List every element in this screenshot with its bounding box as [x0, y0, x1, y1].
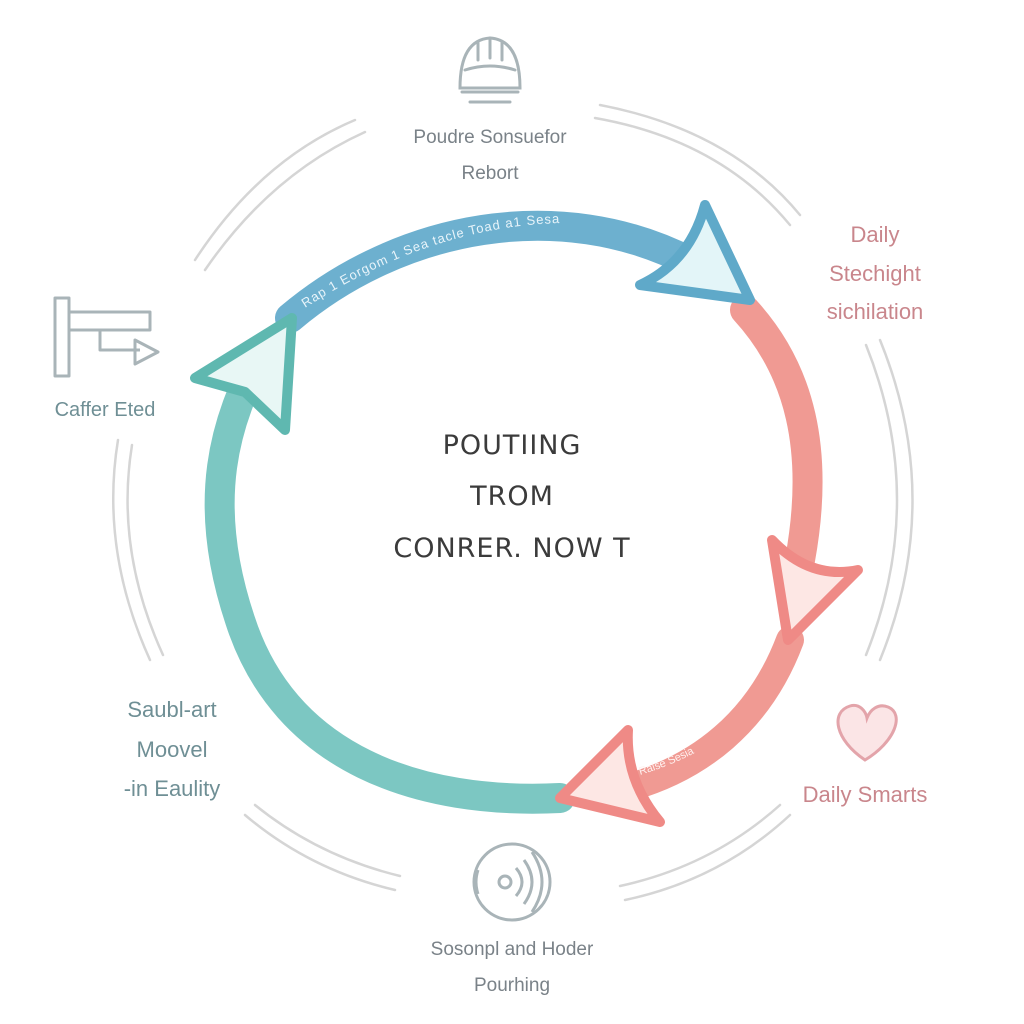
label-left-lower: Saubl-art Moovel -in Eaulity	[92, 690, 252, 809]
label-bottom-line-1: Sosonpl and Hoder	[430, 939, 594, 960]
arrowhead-top-left	[190, 313, 297, 435]
cycle-arc-teal	[204, 337, 575, 814]
center-line-3: CONRER. NOW T	[393, 532, 631, 564]
label-left-upper: Caffer Eted	[30, 392, 180, 428]
label-bottom-line-2: Pourhing	[473, 975, 551, 997]
outer-ring-arc-bottom-left-2	[253, 803, 402, 878]
outer-ring-arc-top-left	[193, 118, 357, 262]
label-top: Poudre Sonsuefor Rebort	[390, 120, 590, 192]
arrowhead-bottom	[555, 725, 665, 827]
label-right-upper-line-2: Stechight	[829, 260, 921, 286]
outer-ring-arc-left-2	[126, 443, 165, 657]
helmet-icon	[458, 36, 522, 104]
outer-ring-arc-right	[878, 338, 914, 662]
label-right-upper-line-1: Daily	[850, 222, 900, 247]
outer-ring-arc-bottom-left	[243, 813, 397, 892]
outer-ring-arc-top-right-2	[593, 116, 792, 227]
outer-ring-arc-bottom-right	[623, 813, 792, 902]
label-top-line-2: Rebort	[461, 163, 519, 185]
sound-wave-icon	[472, 842, 552, 922]
label-left-lower-line-3: -in Eaulity	[123, 776, 221, 802]
cycle-arc-blue	[275, 210, 705, 333]
arrowhead-right	[767, 535, 863, 645]
label-top-line-1: Poudre Sonsuefor	[413, 127, 567, 148]
label-right-upper-line-3: sichilation	[826, 299, 924, 324]
label-right-lower: Daily Smarts	[770, 776, 960, 815]
outer-ring-arc-top-right	[598, 103, 802, 217]
label-right-lower-line-1: Daily Smarts	[802, 782, 928, 807]
center-line-2: TROM	[470, 481, 554, 513]
outer-ring-arc-right-2	[864, 343, 899, 657]
label-left-upper-line-1: Caffer Eted	[54, 399, 156, 421]
label-left-lower-line-2: Moovel	[136, 736, 208, 762]
label-left-lower-line-1: Saubl-art	[127, 697, 217, 722]
outer-ring-arc-left	[112, 438, 152, 662]
label-bottom: Sosonpl and Hoder Pourhing	[402, 932, 622, 1004]
pipe-icon	[53, 296, 160, 378]
center-text: POUTIING TROM CONRER. NOW T	[362, 420, 662, 574]
outer-ring	[112, 103, 914, 902]
outer-ring-arc-bottom-right-2	[618, 803, 782, 888]
label-right-upper: Daily Stechight sichilation	[790, 216, 960, 332]
cycle-arc-coral-upper	[730, 295, 823, 575]
center-line-1: POUTIING	[442, 430, 582, 461]
heart-icon	[836, 703, 898, 762]
outer-ring-arc-top-left-2	[203, 130, 367, 272]
cycle-arc-coral-lower	[606, 626, 804, 804]
arrowhead-top-right	[635, 200, 755, 305]
